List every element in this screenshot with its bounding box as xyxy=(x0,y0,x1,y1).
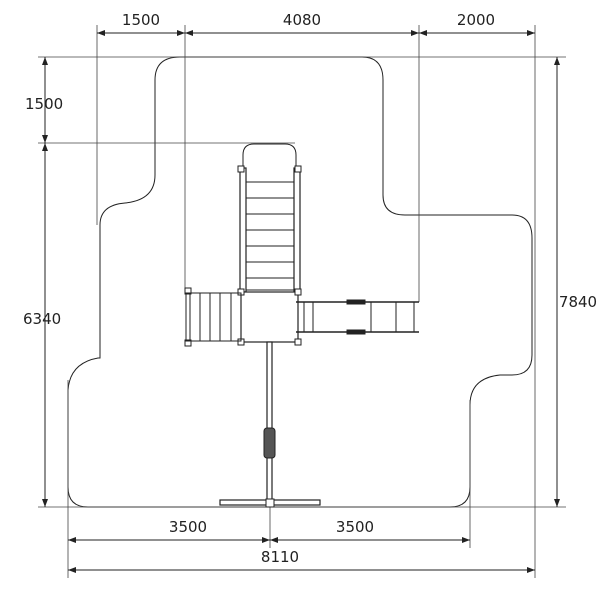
entry-steps xyxy=(185,292,242,342)
slide xyxy=(296,299,419,335)
dim-bottom-right: 3500 xyxy=(336,518,374,536)
platform xyxy=(240,291,299,343)
dim-bottom-total: 8110 xyxy=(261,548,299,566)
dim-top-middle: 4080 xyxy=(283,11,321,29)
safety-zone-outline xyxy=(67,56,533,508)
extension-lines xyxy=(38,25,566,578)
dim-top-left: 1500 xyxy=(122,11,160,29)
dimension-lines xyxy=(42,30,560,573)
dim-top-right: 2000 xyxy=(457,11,495,29)
swing-beam xyxy=(219,341,321,508)
climbing-ladder xyxy=(239,143,301,293)
swing-chain-block xyxy=(263,427,276,459)
dim-right-total: 7840 xyxy=(559,293,597,311)
dim-left-upper: 1500 xyxy=(25,95,63,113)
dim-left-lower: 6340 xyxy=(23,310,61,328)
dim-bottom-left: 3500 xyxy=(169,518,207,536)
platform-posts xyxy=(184,165,302,347)
